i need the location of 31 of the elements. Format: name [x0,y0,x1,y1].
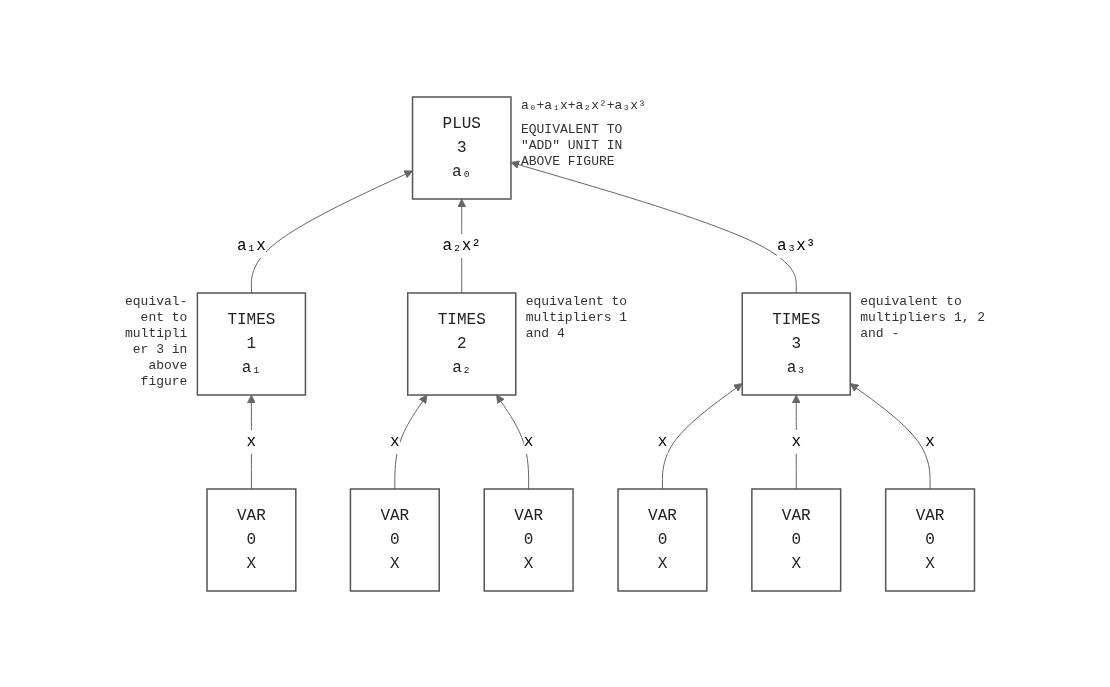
edge-label: a₁x [236,236,266,255]
arrow [791,394,801,489]
edge-label: a₂x² [442,236,481,255]
arrow [661,382,743,489]
node-box: VAR 0 X [617,487,708,592]
node-box: TIMES 2 a₂ [406,291,517,396]
edge-label: x [657,432,668,451]
node-box: VAR 0 X [483,487,574,592]
edge-label: x [791,432,802,451]
node-box: VAR 0 X [349,487,440,592]
node-box: PLUS 3 a₀ [411,95,512,200]
edge-label: x [389,432,400,451]
node-box: VAR 0 X [206,487,297,592]
edge-label: x [246,432,257,451]
arrow [510,159,797,293]
note-text: equivalent to multipliers 1 and 4 [525,293,628,341]
note-text: EQUIVALENT TO "ADD" UNIT IN ABOVE FIGURE [520,121,623,169]
note-text: equival- ent to multipli er 3 in above figure [124,293,188,389]
node-box: VAR 0 X [751,487,842,592]
edge-label: x [925,432,935,451]
note-text: equivalent to multipliers 1, 2 and - [860,293,986,341]
note-text: a₀+a₁x+a₂x²+a₃x³ [520,97,646,113]
arrow [394,394,428,489]
arrow [496,394,530,489]
arrow [247,394,256,489]
arrow [250,169,413,293]
node-box: VAR 0 X [884,487,976,592]
node-box: TIMES 3 a₃ [741,291,851,396]
node-box: TIMES 1 a₁ [196,291,307,396]
edge-label: x [523,432,534,451]
edge-label: a₃x³ [777,236,816,255]
